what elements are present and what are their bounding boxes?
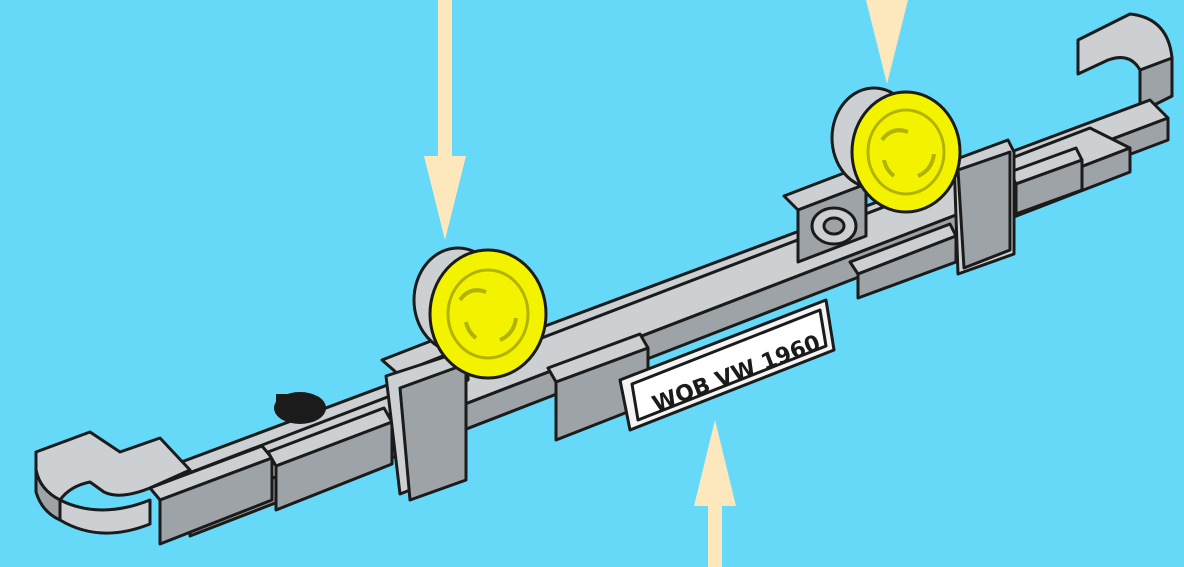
right-clip bbox=[812, 208, 856, 244]
black-pin bbox=[274, 392, 326, 424]
